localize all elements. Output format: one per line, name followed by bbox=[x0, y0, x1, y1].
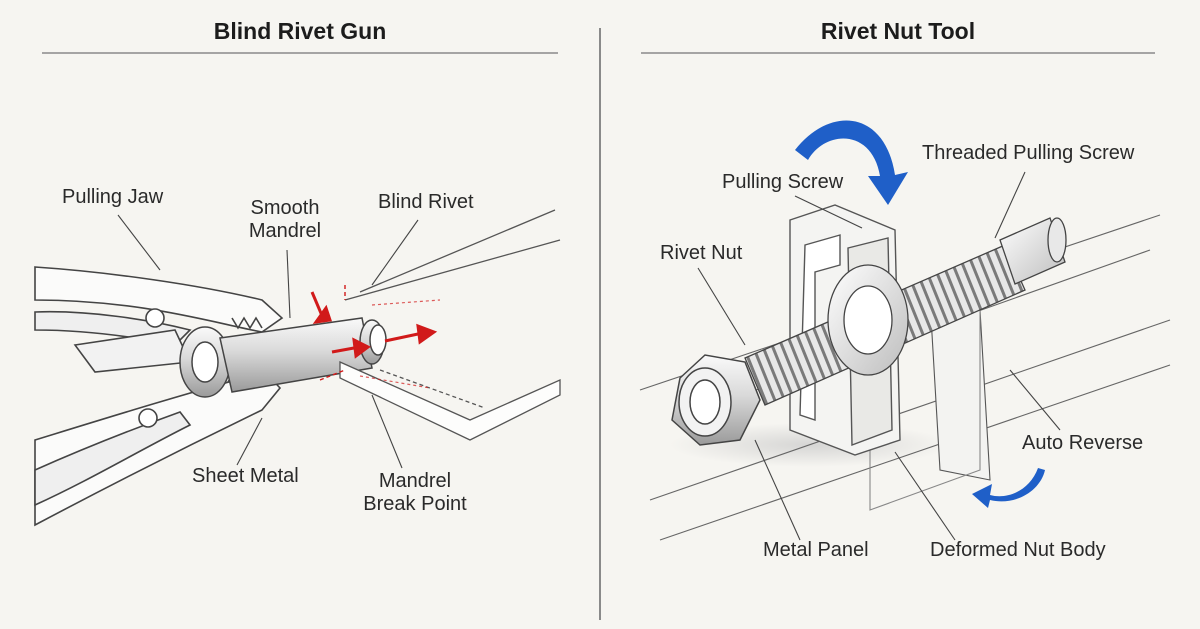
left-leader-lines bbox=[117, 214, 419, 469]
mandrel bbox=[179, 317, 387, 398]
label-sheet-metal: Sheet Metal bbox=[192, 465, 299, 487]
label-mandrel-break-point: Mandrel Break Point bbox=[363, 470, 467, 515]
rivet-gun-jaws bbox=[34, 266, 284, 527]
pull-arrows bbox=[310, 285, 441, 389]
right-leader-lines bbox=[697, 171, 1061, 541]
label-threaded-pulling-screw: Threaded Pulling Screw bbox=[922, 142, 1135, 164]
hex-head bbox=[671, 354, 761, 446]
label-metal-panel: Metal Panel bbox=[763, 539, 869, 561]
label-pulling-jaw: Pulling Jaw bbox=[62, 186, 164, 208]
label-smooth-mandrel: Smooth Mandrel bbox=[248, 197, 322, 242]
right-panel-title: Rivet Nut Tool bbox=[820, 18, 976, 44]
rotation-arrows bbox=[795, 120, 1045, 508]
label-pulling-screw: Pulling Screw bbox=[722, 171, 844, 193]
label-rivet-nut: Rivet Nut bbox=[660, 242, 743, 264]
label-deformed-nut-body: Deformed Nut Body bbox=[930, 539, 1106, 561]
label-auto-reverse: Auto Reverse bbox=[1022, 432, 1144, 454]
label-blind-rivet: Blind Rivet bbox=[378, 191, 474, 213]
sheet-metal-plate bbox=[339, 209, 561, 441]
left-panel-title: Blind Rivet Gun bbox=[213, 18, 387, 44]
threaded-screw bbox=[744, 217, 1067, 406]
